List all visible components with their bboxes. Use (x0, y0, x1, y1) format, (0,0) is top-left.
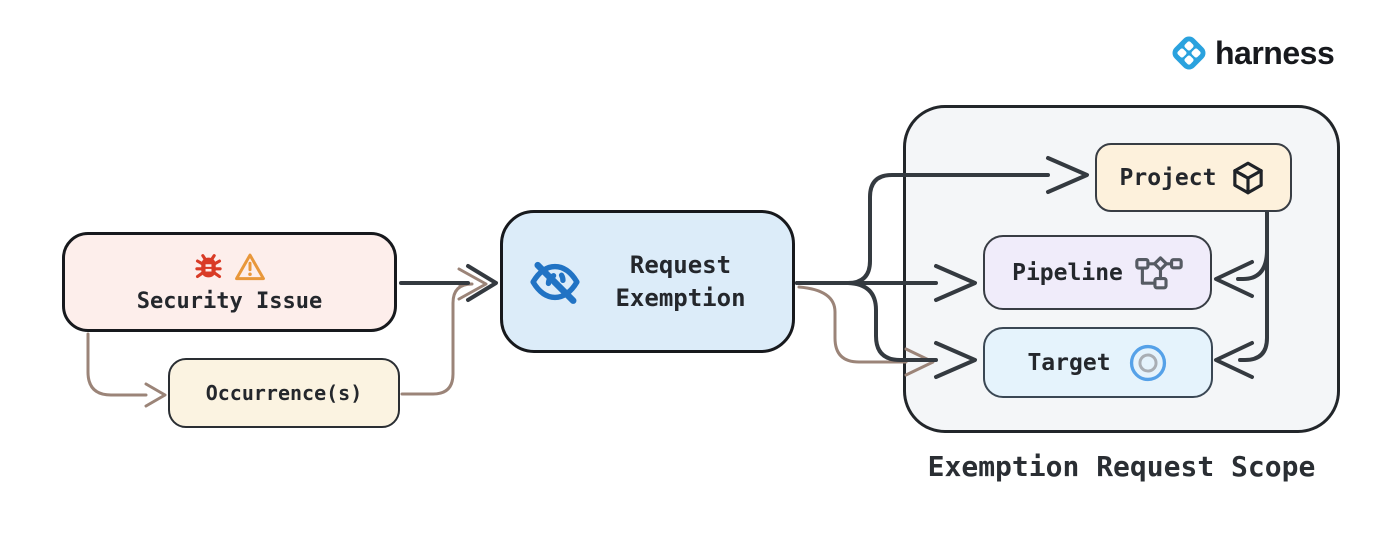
target-icon (1129, 344, 1166, 381)
target-label: Target (1027, 349, 1111, 376)
node-security-issue: Security Issue (62, 232, 397, 332)
arrowhead-target-dark (934, 341, 977, 379)
edge-occurrence-to-exemption (400, 282, 474, 396)
arrowhead-exemption-dark (466, 264, 498, 302)
arrowhead-occurrence (144, 382, 167, 408)
node-target: Target (983, 327, 1213, 398)
eye-off-icon (530, 261, 580, 304)
arrowhead-exemption-brown (457, 267, 488, 301)
warning-icon (234, 253, 265, 281)
arrowhead-target-right (1214, 341, 1254, 379)
security-issue-label: Security Issue (136, 289, 323, 314)
node-occurrences: Occurrence(s) (168, 358, 400, 428)
node-pipeline: Pipeline (983, 235, 1212, 310)
harness-logo: harness (1166, 30, 1335, 76)
occurrences-label: Occurrence(s) (205, 381, 363, 405)
edge-brown-to-target (797, 285, 908, 364)
project-label: Project (1119, 164, 1217, 191)
request-exemption-label: Request Exemption (615, 251, 746, 312)
pipeline-label: Pipeline (1012, 259, 1123, 286)
security-issue-icons (193, 250, 267, 284)
bug-icon (194, 253, 222, 278)
scope-label: Exemption Request Scope (927, 450, 1316, 483)
arrowhead-pipeline (934, 264, 977, 302)
arrowhead-pipeline-right (1214, 260, 1254, 298)
arrowhead-project (1046, 156, 1089, 194)
edge-project-to-target (1238, 210, 1269, 362)
pipeline-icon (1135, 255, 1183, 289)
node-project: Project (1095, 143, 1292, 212)
package-icon (1233, 161, 1264, 194)
edge-exemption-to-target (795, 281, 938, 362)
node-request-exemption: Request Exemption (500, 210, 795, 353)
edge-security-to-occurrence (86, 332, 148, 397)
harness-logo-text: harness (1215, 34, 1335, 71)
edge-project-to-pipeline (1236, 248, 1269, 281)
harness-logo-icon (1172, 36, 1206, 70)
